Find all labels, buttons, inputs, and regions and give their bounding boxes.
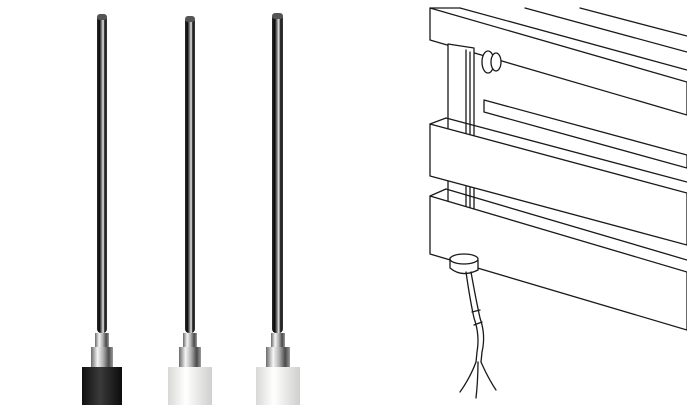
element-base bbox=[82, 367, 122, 405]
heating-elements-photo bbox=[82, 13, 300, 405]
heating-element-white-2 bbox=[256, 13, 300, 405]
element-nut bbox=[266, 347, 290, 367]
element-rod-tip bbox=[185, 16, 195, 22]
heating-element-cap bbox=[449, 253, 479, 275]
element-nut bbox=[179, 347, 201, 367]
heating-element-white bbox=[168, 16, 212, 405]
element-collar bbox=[183, 333, 197, 347]
element-rod bbox=[272, 14, 283, 333]
element-base bbox=[168, 367, 212, 405]
power-cable bbox=[459, 271, 497, 399]
element-rod bbox=[185, 17, 195, 333]
lower-bar bbox=[429, 188, 687, 331]
element-collar bbox=[95, 333, 109, 347]
heating-element-black bbox=[82, 14, 122, 405]
element-rod bbox=[97, 15, 107, 333]
top-rail bbox=[429, 7, 687, 116]
top-fitting bbox=[481, 50, 502, 74]
element-rod-tip bbox=[97, 14, 107, 20]
heating-elements-svg bbox=[82, 13, 300, 405]
towel-rail-line-drawing bbox=[400, 0, 687, 405]
element-rod-tip bbox=[272, 13, 283, 19]
element-nut bbox=[91, 347, 113, 367]
element-base bbox=[256, 367, 300, 405]
element-collar bbox=[271, 333, 285, 347]
inner-rail bbox=[483, 99, 687, 169]
middle-bar bbox=[429, 117, 687, 246]
towel-rail-svg bbox=[429, 7, 687, 399]
